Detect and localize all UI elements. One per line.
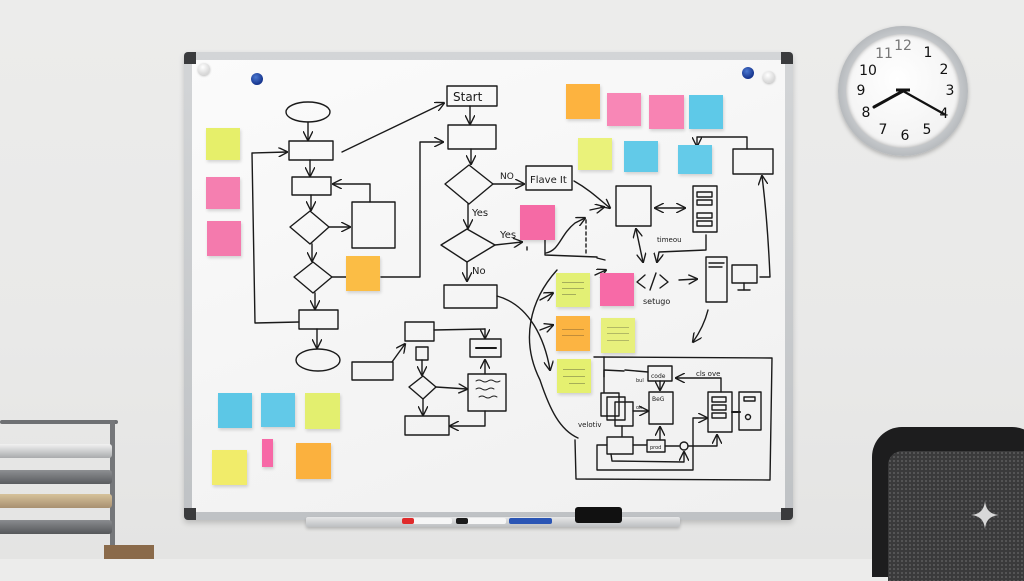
clock-number: 12 — [894, 38, 912, 54]
sticky-note-pink[interactable] — [207, 221, 241, 256]
flowchart-drawing: Start NO Flave It Yes Yes No timeou setu… — [251, 85, 774, 481]
sticky-note-orange[interactable] — [296, 443, 331, 479]
clock-number: 6 — [900, 128, 910, 144]
magnet-blue[interactable] — [251, 73, 263, 85]
wall-clock: 12 1 2 3 4 5 6 7 8 9 10 11 — [838, 26, 968, 156]
label-prod: prod — [650, 445, 661, 451]
marker-red[interactable] — [402, 518, 452, 524]
magnet-white[interactable] — [198, 63, 210, 75]
sticky-note-pink[interactable] — [206, 177, 240, 209]
clock-number: 5 — [922, 122, 932, 138]
sticky-flag-pink[interactable] — [262, 439, 273, 467]
label-node: code — [651, 373, 666, 380]
clock-number: 9 — [856, 83, 866, 99]
sticky-note-blue[interactable] — [624, 141, 658, 172]
label-bul: bul — [636, 378, 644, 384]
frame-corner-top-right — [781, 52, 793, 64]
clock-number: 7 — [878, 122, 888, 138]
label-yes: Yes — [471, 208, 488, 219]
tray-shelf-1 — [0, 444, 112, 458]
sticky-note-pink[interactable] — [649, 95, 684, 129]
clock-hands — [872, 88, 946, 116]
label-ok: ok — [636, 405, 642, 411]
clock-face: 12 1 2 3 4 5 6 7 8 9 10 11 — [846, 34, 960, 148]
sticky-note-orange[interactable] — [566, 84, 600, 119]
label-cluster: cls ove — [696, 370, 720, 378]
clock-number: 11 — [875, 46, 893, 62]
sticky-note-pink[interactable] — [607, 93, 641, 126]
label-no: NO — [500, 172, 514, 182]
clock-number: 10 — [859, 63, 877, 79]
sticky-note-orange-with-text[interactable] — [556, 316, 590, 351]
sticky-note-yellow[interactable] — [305, 393, 340, 429]
whiteboard-surface — [192, 60, 785, 512]
label-have-it: Flave It — [530, 175, 567, 186]
sticky-note-blue[interactable] — [689, 95, 723, 129]
sticky-note-yellow[interactable] — [212, 450, 247, 485]
frame-corner-top-left — [184, 52, 196, 64]
label-setup: setugo — [643, 297, 670, 306]
office-chair — [872, 427, 1024, 581]
label-beg: BeG — [652, 396, 665, 403]
paper-tray-organizer — [0, 418, 124, 559]
sticky-note-yellow[interactable] — [578, 138, 612, 170]
sticky-note-yellow[interactable] — [206, 128, 240, 160]
marker-blue[interactable] — [509, 518, 552, 524]
clock-number: 3 — [945, 83, 955, 99]
tray-shelf-4 — [0, 520, 112, 534]
label-no: No — [472, 266, 486, 277]
tray-shelf-3 — [0, 494, 112, 508]
clock-number: 8 — [861, 105, 871, 121]
desk-edge — [104, 545, 154, 559]
whiteboard-eraser[interactable] — [575, 507, 622, 523]
sticky-note-pink[interactable] — [520, 205, 555, 240]
sticky-note-yellow-with-text[interactable] — [556, 273, 590, 307]
sticky-note-pink[interactable] — [600, 273, 634, 306]
sticky-note-blue[interactable] — [678, 145, 712, 174]
frame-corner-bottom-left — [184, 508, 196, 520]
clock-number: 2 — [939, 62, 949, 78]
sticky-note-yellow-with-text[interactable] — [601, 318, 635, 353]
sticky-note-yellow-with-text[interactable] — [557, 359, 591, 393]
magnet-white[interactable] — [763, 71, 775, 83]
sticky-note-blue[interactable] — [261, 393, 295, 427]
organizer-rail — [0, 420, 118, 424]
sticky-note-orange[interactable] — [346, 256, 380, 291]
frame-corner-bottom-right — [781, 508, 793, 520]
label-start: Start — [453, 90, 483, 104]
organizer-post — [110, 420, 115, 559]
sticky-note-blue[interactable] — [218, 393, 252, 428]
clock-number: 1 — [923, 45, 933, 61]
marker-black[interactable] — [456, 518, 506, 524]
chair-mesh-back — [888, 451, 1024, 581]
label-velotiv: velotiv — [578, 421, 602, 429]
sparkle-icon — [971, 501, 999, 529]
magnet-blue[interactable] — [742, 67, 754, 79]
label-timeout: timeou — [657, 236, 682, 244]
tray-shelf-2 — [0, 470, 112, 484]
label-yes: Yes — [499, 230, 516, 241]
